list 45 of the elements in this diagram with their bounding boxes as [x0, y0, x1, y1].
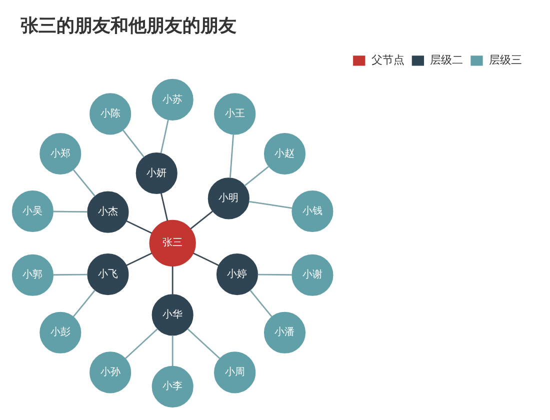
node-circle: 小飞 — [87, 253, 129, 295]
node-circle: 小李 — [152, 365, 194, 407]
node-circle: 小赵 — [264, 132, 306, 174]
connector — [258, 273, 292, 276]
node-circle: 小婷 — [216, 253, 258, 295]
connector — [193, 252, 219, 266]
node-circle: 小吴 — [12, 190, 54, 232]
connector — [53, 273, 88, 276]
connector — [248, 200, 292, 208]
connector — [126, 252, 152, 266]
diagram-title: 张三的朋友和他朋友的朋友 — [20, 15, 237, 36]
node-circle: 小陈 — [90, 92, 132, 134]
node-circle: 小华 — [152, 294, 194, 336]
legend-label: 父节点 — [371, 53, 404, 66]
node-circle: 小苏 — [152, 78, 194, 120]
connector — [187, 328, 220, 359]
node-circle: 小彭 — [40, 311, 82, 353]
connector — [250, 289, 272, 317]
connector — [160, 119, 169, 153]
node-circle: 小郑 — [40, 132, 82, 174]
connector — [72, 168, 96, 196]
connector — [172, 266, 174, 294]
node-circle: 小潘 — [264, 311, 306, 353]
connector — [244, 166, 270, 186]
node-circle: 张三 — [149, 219, 196, 266]
legend-label: 层级三 — [488, 53, 522, 66]
node-circle: 小郭 — [12, 254, 54, 296]
connector — [172, 334, 174, 366]
node-circle: 小明 — [208, 177, 250, 219]
legend-label: 层级二 — [430, 53, 464, 66]
node-circle: 小孙 — [90, 351, 132, 393]
connector — [124, 328, 158, 359]
node-circle: 小妍 — [136, 152, 178, 194]
node-circle: 小谢 — [292, 254, 334, 296]
connector — [229, 134, 234, 178]
connector — [190, 210, 213, 229]
connector — [72, 289, 96, 317]
connector — [122, 129, 145, 157]
connector — [160, 192, 168, 220]
node-circle: 小王 — [214, 92, 256, 134]
node-circle: 小钱 — [292, 190, 334, 232]
connector — [53, 210, 88, 212]
node-circle: 小周 — [214, 351, 256, 393]
connector — [126, 220, 152, 234]
node-circle: 小杰 — [87, 190, 129, 232]
